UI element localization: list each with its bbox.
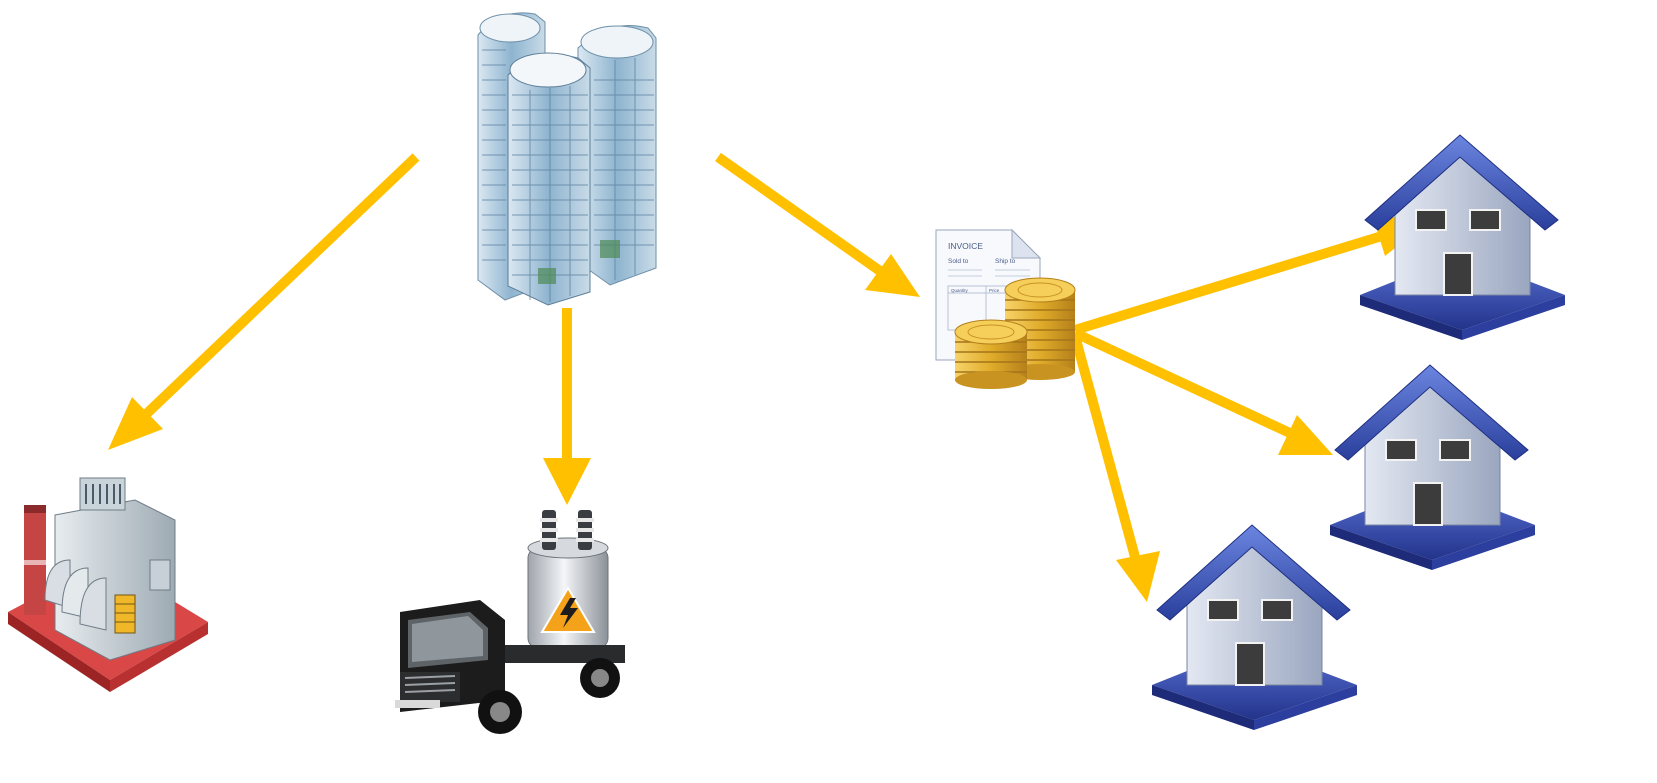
office-towers-icon bbox=[477, 12, 657, 306]
house-bottom-icon bbox=[1152, 524, 1357, 730]
arrow-towers-to-truck bbox=[543, 308, 591, 505]
invoice-sold-to: Sold to bbox=[948, 258, 969, 265]
arrow-invoice-to-house-top bbox=[1073, 214, 1428, 335]
invoice-quantity-header: Quantity bbox=[951, 288, 969, 293]
coin-stacks bbox=[954, 277, 1076, 389]
arrow-towers-to-power-plant bbox=[108, 153, 420, 450]
arrow-invoice-to-house-bottom bbox=[1070, 334, 1160, 602]
house-top-icon bbox=[1360, 134, 1565, 340]
invoice-price-header: Price bbox=[989, 288, 1000, 293]
arrow-towers-to-invoice bbox=[715, 152, 920, 297]
arrow-invoice-to-house-middle bbox=[1072, 328, 1333, 455]
invoice-ship-to: Ship to bbox=[995, 258, 1016, 265]
flow-arrows bbox=[108, 152, 1428, 602]
power-plant-icon bbox=[8, 477, 208, 692]
invoice-title: INVOICE bbox=[948, 241, 983, 251]
house-middle-icon bbox=[1330, 364, 1535, 570]
invoice-coins-icon: INVOICE Sold to Ship to Quantity Price bbox=[935, 228, 1076, 389]
transformer-truck-icon bbox=[395, 510, 625, 734]
